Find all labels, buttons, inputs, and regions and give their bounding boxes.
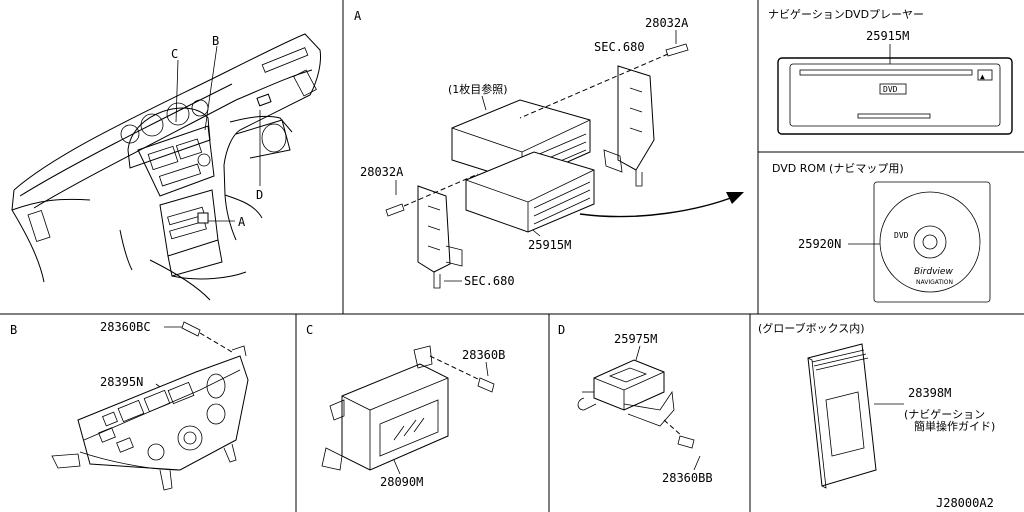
ref-note: (1枚目参照) xyxy=(448,82,508,96)
section-label-b: B xyxy=(10,323,17,337)
section-label-d: D xyxy=(558,323,565,337)
callout-label-c: C xyxy=(171,47,178,61)
section-d: D 25975M 28360BB xyxy=(558,323,713,485)
disc-text-navigation: NAVIGATION xyxy=(916,279,953,286)
dvd-player-panel: ナビゲーションDVDプレーヤー 25915M ▲ DVD xyxy=(768,8,1013,135)
guide-desc-line1: (ナビゲーション xyxy=(904,408,985,421)
part-number-25975m: 25975M xyxy=(614,332,657,346)
part-number-28395n: 28395N xyxy=(100,375,143,389)
section-label-a: A xyxy=(354,9,362,23)
part-number-28360bb: 28360BB xyxy=(662,471,713,485)
callout-label-b: B xyxy=(212,34,219,48)
glovebox-panel: (グローブボックス内) 28398M (ナビゲーション 簡単操作ガイド) xyxy=(758,321,995,489)
section-c: C 28360B 28090M xyxy=(306,323,505,489)
dvd-rom-panel: DVD ROM (ナビマップ用) 25920N DVD Birdview NAV… xyxy=(772,162,991,303)
drawing-code: J28000A2 xyxy=(936,496,994,510)
dvd-rom-title: DVD ROM (ナビマップ用) xyxy=(772,162,904,175)
part-number-28032a-left: 28032A xyxy=(360,165,404,179)
part-number-25915m-a: 25915M xyxy=(528,238,571,252)
eject-icon: ▲ xyxy=(980,72,985,81)
part-number-25920n: 25920N xyxy=(798,237,841,251)
part-number-28398m: 28398M xyxy=(908,386,951,400)
dashboard-illustration: C B D A xyxy=(11,33,321,301)
section-label-c: C xyxy=(306,323,313,337)
guide-desc-line2: 簡単操作ガイド) xyxy=(914,419,995,433)
section-b: B 28360BC 28395N xyxy=(10,320,249,491)
disc-text-dvd: DVD xyxy=(894,231,909,240)
part-number-28360bc: 28360BC xyxy=(100,320,151,334)
sec-680-bottom: SEC.680 xyxy=(464,274,515,288)
glovebox-title: (グローブボックス内) xyxy=(758,321,865,335)
part-number-28090m: 28090M xyxy=(380,475,423,489)
dvd-player-title: ナビゲーションDVDプレーヤー xyxy=(768,8,924,21)
part-number-25915m: 25915M xyxy=(866,29,909,43)
section-a: A (1枚目参照) 28032A SEC.680 28032A SEC.680 … xyxy=(354,9,744,289)
part-number-28032a-top: 28032A xyxy=(645,16,689,30)
callout-label-a: A xyxy=(238,215,246,229)
sec-680-top: SEC.680 xyxy=(594,40,645,54)
callout-label-d: D xyxy=(256,188,263,202)
part-number-28360b: 28360B xyxy=(462,348,505,362)
dvd-logo: DVD xyxy=(883,85,898,94)
disc-text-birdview: Birdview xyxy=(914,267,953,277)
